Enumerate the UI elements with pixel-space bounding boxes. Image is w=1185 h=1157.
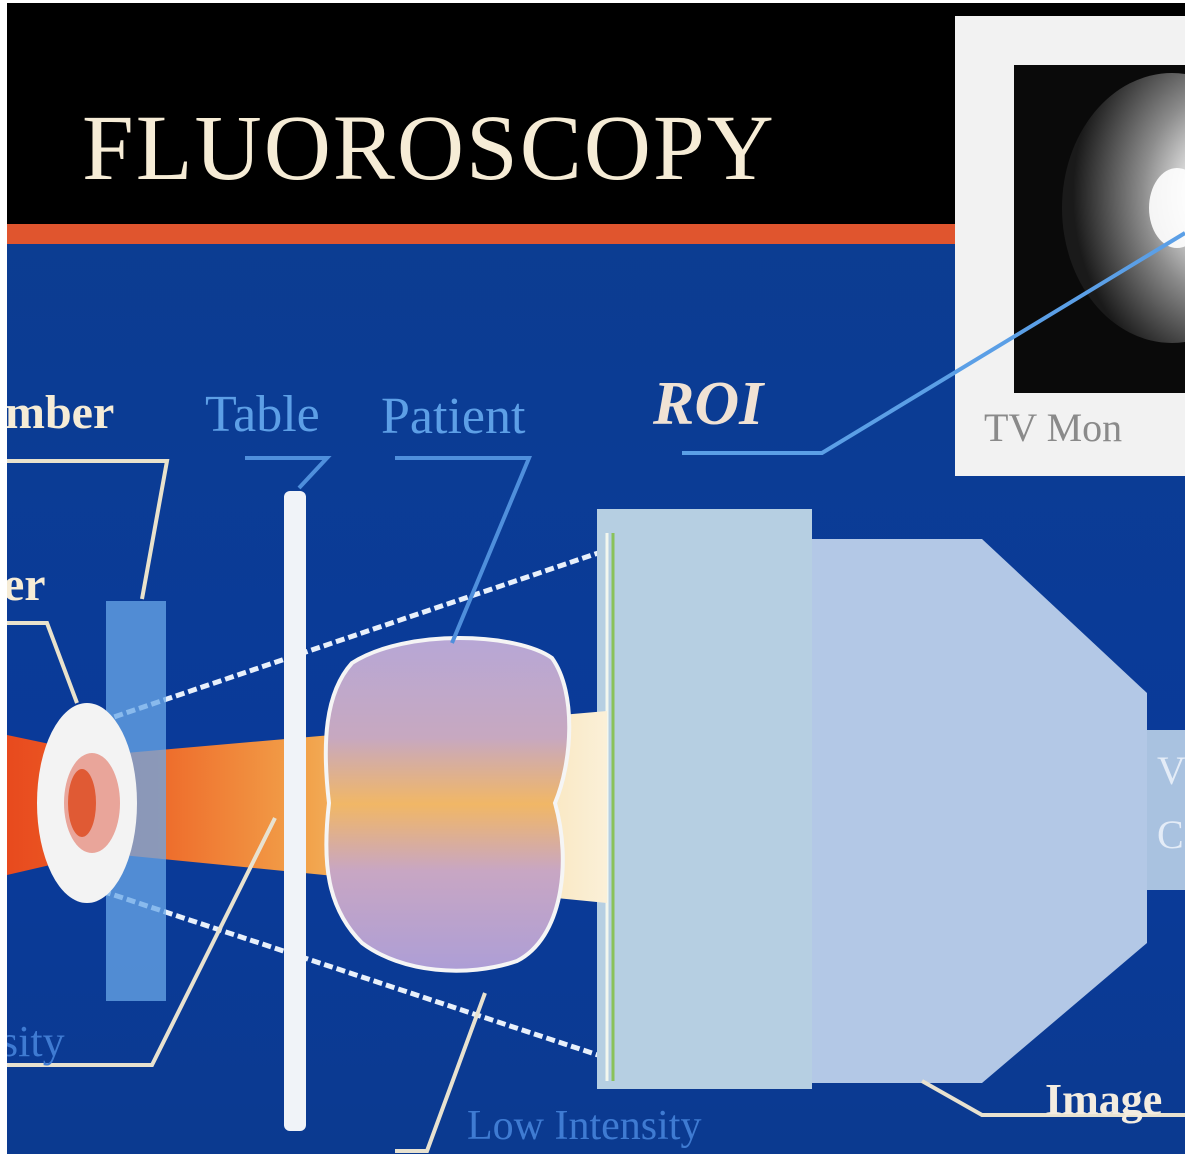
patient-body bbox=[326, 638, 569, 971]
label-chamber: mber bbox=[7, 389, 114, 437]
label-roi: ROI bbox=[653, 373, 763, 435]
label-low-intensity: Low Intensity bbox=[467, 1105, 701, 1147]
label-tv-monitor: TV Mon bbox=[984, 408, 1122, 448]
label-image-intensifier: Image bbox=[1045, 1078, 1162, 1122]
label-table: Table bbox=[205, 389, 320, 441]
accent-line bbox=[7, 224, 957, 244]
page-title: FLUOROSCOPY bbox=[82, 95, 776, 202]
image-intensifier bbox=[597, 509, 1185, 1089]
x-ray-port bbox=[37, 703, 137, 903]
label-camera-bottom: C bbox=[1157, 815, 1184, 855]
label-filter: er bbox=[7, 561, 46, 609]
label-patient: Patient bbox=[381, 391, 525, 443]
leader-filter bbox=[7, 623, 77, 703]
label-intensity: sity bbox=[7, 1020, 65, 1064]
label-camera-top: V bbox=[1157, 751, 1185, 791]
table-plate bbox=[284, 491, 306, 1131]
diagram-panel: FLUOROSCOPY mber er Table Patient ROI si… bbox=[7, 3, 1185, 1154]
leader-table bbox=[245, 458, 327, 488]
